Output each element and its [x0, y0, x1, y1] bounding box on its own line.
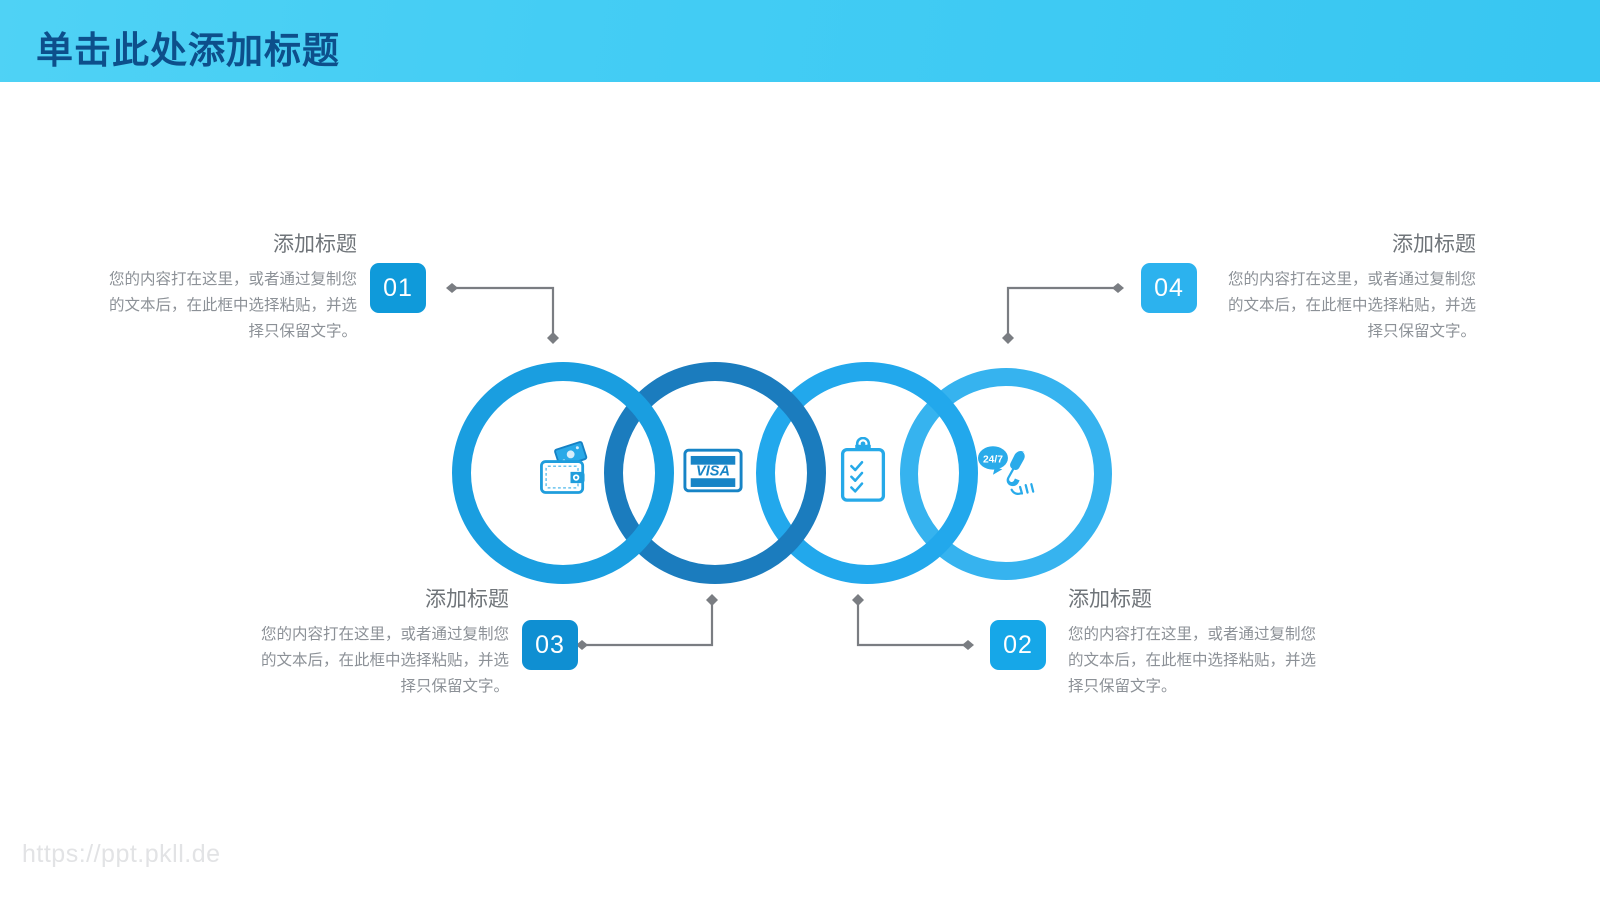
- title-bar: 单击此处添加标题: [0, 0, 1600, 82]
- step-body-03: 您的内容打在这里，或者通过复制您的文本后，在此框中选择粘贴，并选择只保留文字。: [260, 626, 509, 695]
- step-body-01: 您的内容打在这里，或者通过复制您的文本后，在此框中选择粘贴，并选择只保留文字。: [108, 271, 357, 340]
- step-text-04: 添加标题 您的内容打在这里，或者通过复制您的文本后，在此框中选择粘贴，并选择只保…: [1216, 228, 1476, 345]
- connector-03: [576, 594, 718, 650]
- step-body-04: 您的内容打在这里，或者通过复制您的文本后，在此框中选择粘贴，并选择只保留文字。: [1227, 271, 1476, 340]
- step-title-01: 添加标题: [273, 233, 357, 256]
- step-title-02: 添加标题: [1068, 588, 1152, 611]
- connector-04: [1002, 283, 1124, 344]
- step-title-04: 添加标题: [1392, 233, 1476, 256]
- step-badge-01[interactable]: 01: [370, 263, 426, 313]
- step-badge-02[interactable]: 02: [990, 620, 1046, 670]
- step-text-03: 添加标题 您的内容打在这里，或者通过复制您的文本后，在此框中选择粘贴，并选择只保…: [249, 583, 509, 700]
- credit-card-visa-icon: VISA: [676, 433, 750, 507]
- support-label: 24/7: [983, 455, 1003, 466]
- connector-02: [852, 594, 974, 650]
- phone-24-7-support-icon: 24/7: [970, 435, 1044, 509]
- clipboard-checklist-icon: [826, 433, 900, 507]
- site-watermark: https://ppt.pkll.de: [22, 840, 221, 868]
- step-title-03: 添加标题: [425, 588, 509, 611]
- step-body-02: 您的内容打在这里，或者通过复制您的文本后，在此框中选择粘贴，并选择只保留文字。: [1068, 626, 1317, 695]
- connector-01: [446, 283, 559, 344]
- wallet-icon: [526, 433, 600, 507]
- page-title: 单击此处添加标题: [36, 30, 340, 71]
- step-badge-04[interactable]: 04: [1141, 263, 1197, 313]
- step-text-02: 添加标题 您的内容打在这里，或者通过复制您的文本后，在此框中选择粘贴，并选择只保…: [1068, 583, 1328, 700]
- step-badge-03[interactable]: 03: [522, 620, 578, 670]
- step-text-01: 添加标题 您的内容打在这里，或者通过复制您的文本后，在此框中选择粘贴，并选择只保…: [97, 228, 357, 345]
- visa-label: VISA: [696, 463, 730, 479]
